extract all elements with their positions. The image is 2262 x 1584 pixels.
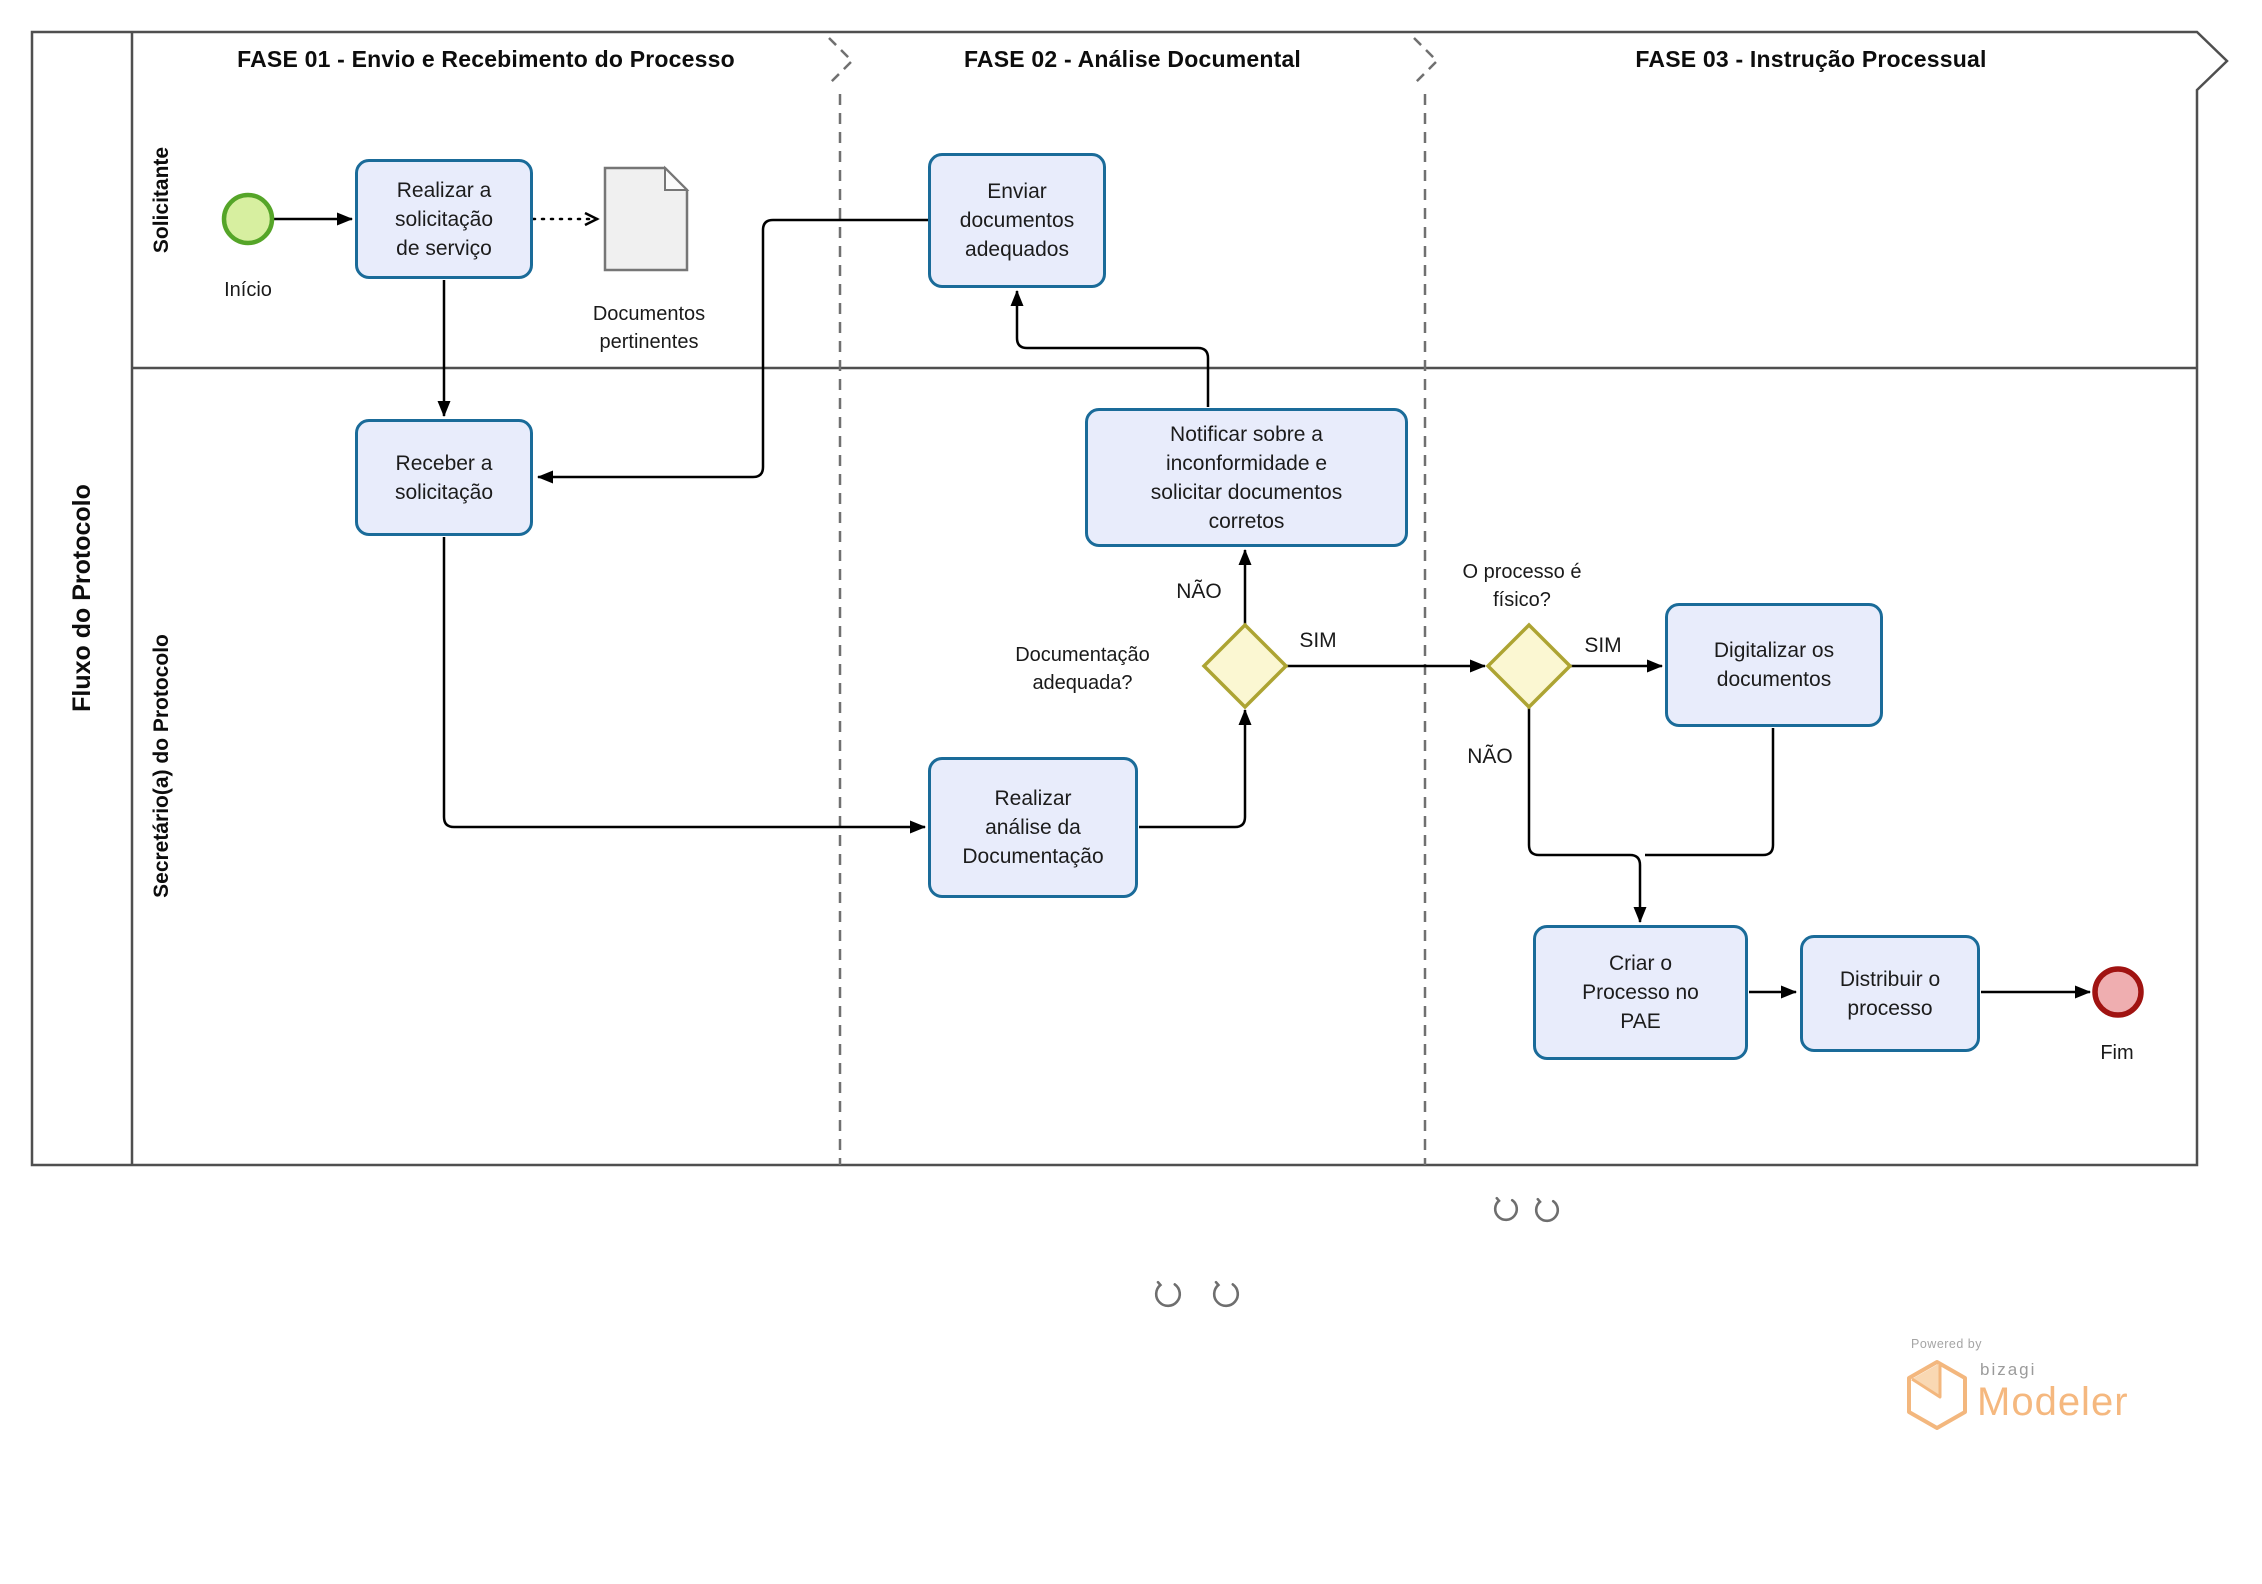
flow-notificar-to-enviar-docs — [1010, 290, 1210, 407]
task-label-line: solicitação — [394, 480, 494, 504]
lane-label-secretario: Secretário(a) do Protocolo — [150, 634, 173, 898]
label-gateway1-nao: NÃO — [1176, 580, 1222, 603]
label-line: pertinentes — [599, 331, 699, 353]
task-label-line: Distribuir o — [1839, 967, 1941, 991]
label-gateway1-sim: SIM — [1299, 629, 1337, 652]
loop-arrow-icon — [1154, 1280, 1182, 1308]
label-inicio: Início — [224, 279, 272, 301]
task-label-line: solicitação — [394, 207, 494, 231]
loop-arrow-icon — [1493, 1196, 1519, 1222]
lane-label-solicitante: Solicitante — [150, 146, 173, 254]
powered-by-text: Powered by — [1911, 1337, 1983, 1351]
task-enviar-documentos[interactable]: Enviar documentos adequados — [928, 153, 1106, 288]
task-realizar-solicitacao[interactable]: Realizar a solicitação de serviço — [355, 159, 533, 279]
bizagi-brand-text[interactable]: bizagi — [1980, 1360, 2037, 1379]
flow-digitalizar-to-criar-pae — [1645, 728, 1775, 857]
task-digitalizar-documentos[interactable]: Digitalizar os documentos — [1665, 603, 1883, 727]
document-shape[interactable] — [603, 166, 689, 272]
label-line: adequada? — [1032, 672, 1133, 694]
flow-enviar-docs-to-receber — [537, 218, 928, 484]
task-label-line: Realizar — [994, 787, 1072, 810]
task-label-line: Processo no — [1582, 981, 1699, 1004]
flow-receber-to-analise — [442, 537, 926, 834]
task-label-line: análise da — [985, 816, 1081, 839]
task-label-line: inconformidade e — [1165, 451, 1328, 475]
label-gateway2-sim: SIM — [1584, 634, 1622, 657]
task-realizar-analise[interactable]: Realizar análise da Documentação — [928, 757, 1138, 898]
loop-arrow-icon — [1534, 1197, 1560, 1223]
phase-header-fase03: FASE 03 - Instrução Processual — [1635, 46, 1987, 72]
label-fim: Fim — [2100, 1042, 2134, 1064]
phase-chevron-1 — [828, 37, 854, 85]
task-label-line: Notificar sobre a — [1170, 422, 1323, 446]
bizagi-logo-icon[interactable] — [1907, 1360, 1967, 1430]
phase-header-fase02: FASE 02 - Análise Documental — [963, 46, 1302, 72]
gateway-documentacao-adequada[interactable] — [1201, 622, 1289, 710]
flow-gateway2-nao-to-criar-pae — [1527, 708, 1647, 923]
task-label-line: corretos — [1208, 509, 1285, 533]
label-line: Documentação — [1015, 644, 1150, 666]
label-line: Documentos — [592, 303, 706, 325]
task-label-line: Realizar a — [396, 178, 492, 202]
label-gateway1-question: Documentação adequada? — [970, 641, 1195, 697]
task-label-line: processo — [1847, 996, 1933, 1020]
pool-border — [30, 30, 2229, 1167]
task-label-line: solicitar documentos — [1150, 480, 1343, 504]
task-label-line: Documentação — [962, 845, 1104, 868]
task-label-line: adequados — [965, 238, 1069, 261]
task-criar-processo-pae[interactable]: Criar o Processo no PAE — [1533, 925, 1748, 1060]
task-receber-solicitacao[interactable]: Receber a solicitação — [355, 419, 533, 536]
end-event[interactable] — [2092, 966, 2144, 1018]
label-gateway2-question: O processo é físico? — [1412, 558, 1632, 614]
start-event[interactable] — [221, 192, 275, 246]
label-line: físico? — [1493, 589, 1551, 611]
phase-chevron-2 — [1413, 37, 1439, 85]
pool-title: Fluxo do Protocolo — [68, 484, 96, 712]
task-label-line: Criar o — [1608, 952, 1672, 975]
task-label-line: documentos — [1716, 668, 1832, 691]
task-notificar-inconformidade[interactable]: Notificar sobre a inconformidade e solic… — [1085, 408, 1408, 547]
task-distribuir-processo[interactable]: Distribuir o processo — [1800, 935, 1980, 1052]
label-documentos-pertinentes: Documentos pertinentes — [534, 300, 764, 356]
document-fold-corner — [664, 165, 690, 191]
task-label-line: Digitalizar os — [1713, 639, 1835, 662]
loop-arrow-icon — [1212, 1280, 1240, 1308]
task-label-line: PAE — [1620, 1010, 1661, 1033]
task-label-line: Enviar — [987, 180, 1047, 203]
label-line: O processo é — [1462, 561, 1582, 583]
label-gateway2-nao: NÃO — [1467, 745, 1513, 768]
task-label-line: Receber a — [395, 451, 493, 475]
gateway-processo-fisico[interactable] — [1485, 622, 1573, 710]
task-label-line: de serviço — [396, 236, 492, 260]
phase-header-fase01: FASE 01 - Envio e Recebimento do Process… — [237, 46, 735, 72]
modeler-product-text[interactable]: Modeler — [1977, 1380, 2129, 1424]
flow-analise-to-gateway1 — [1139, 709, 1252, 829]
task-label-line: documentos — [959, 209, 1075, 232]
